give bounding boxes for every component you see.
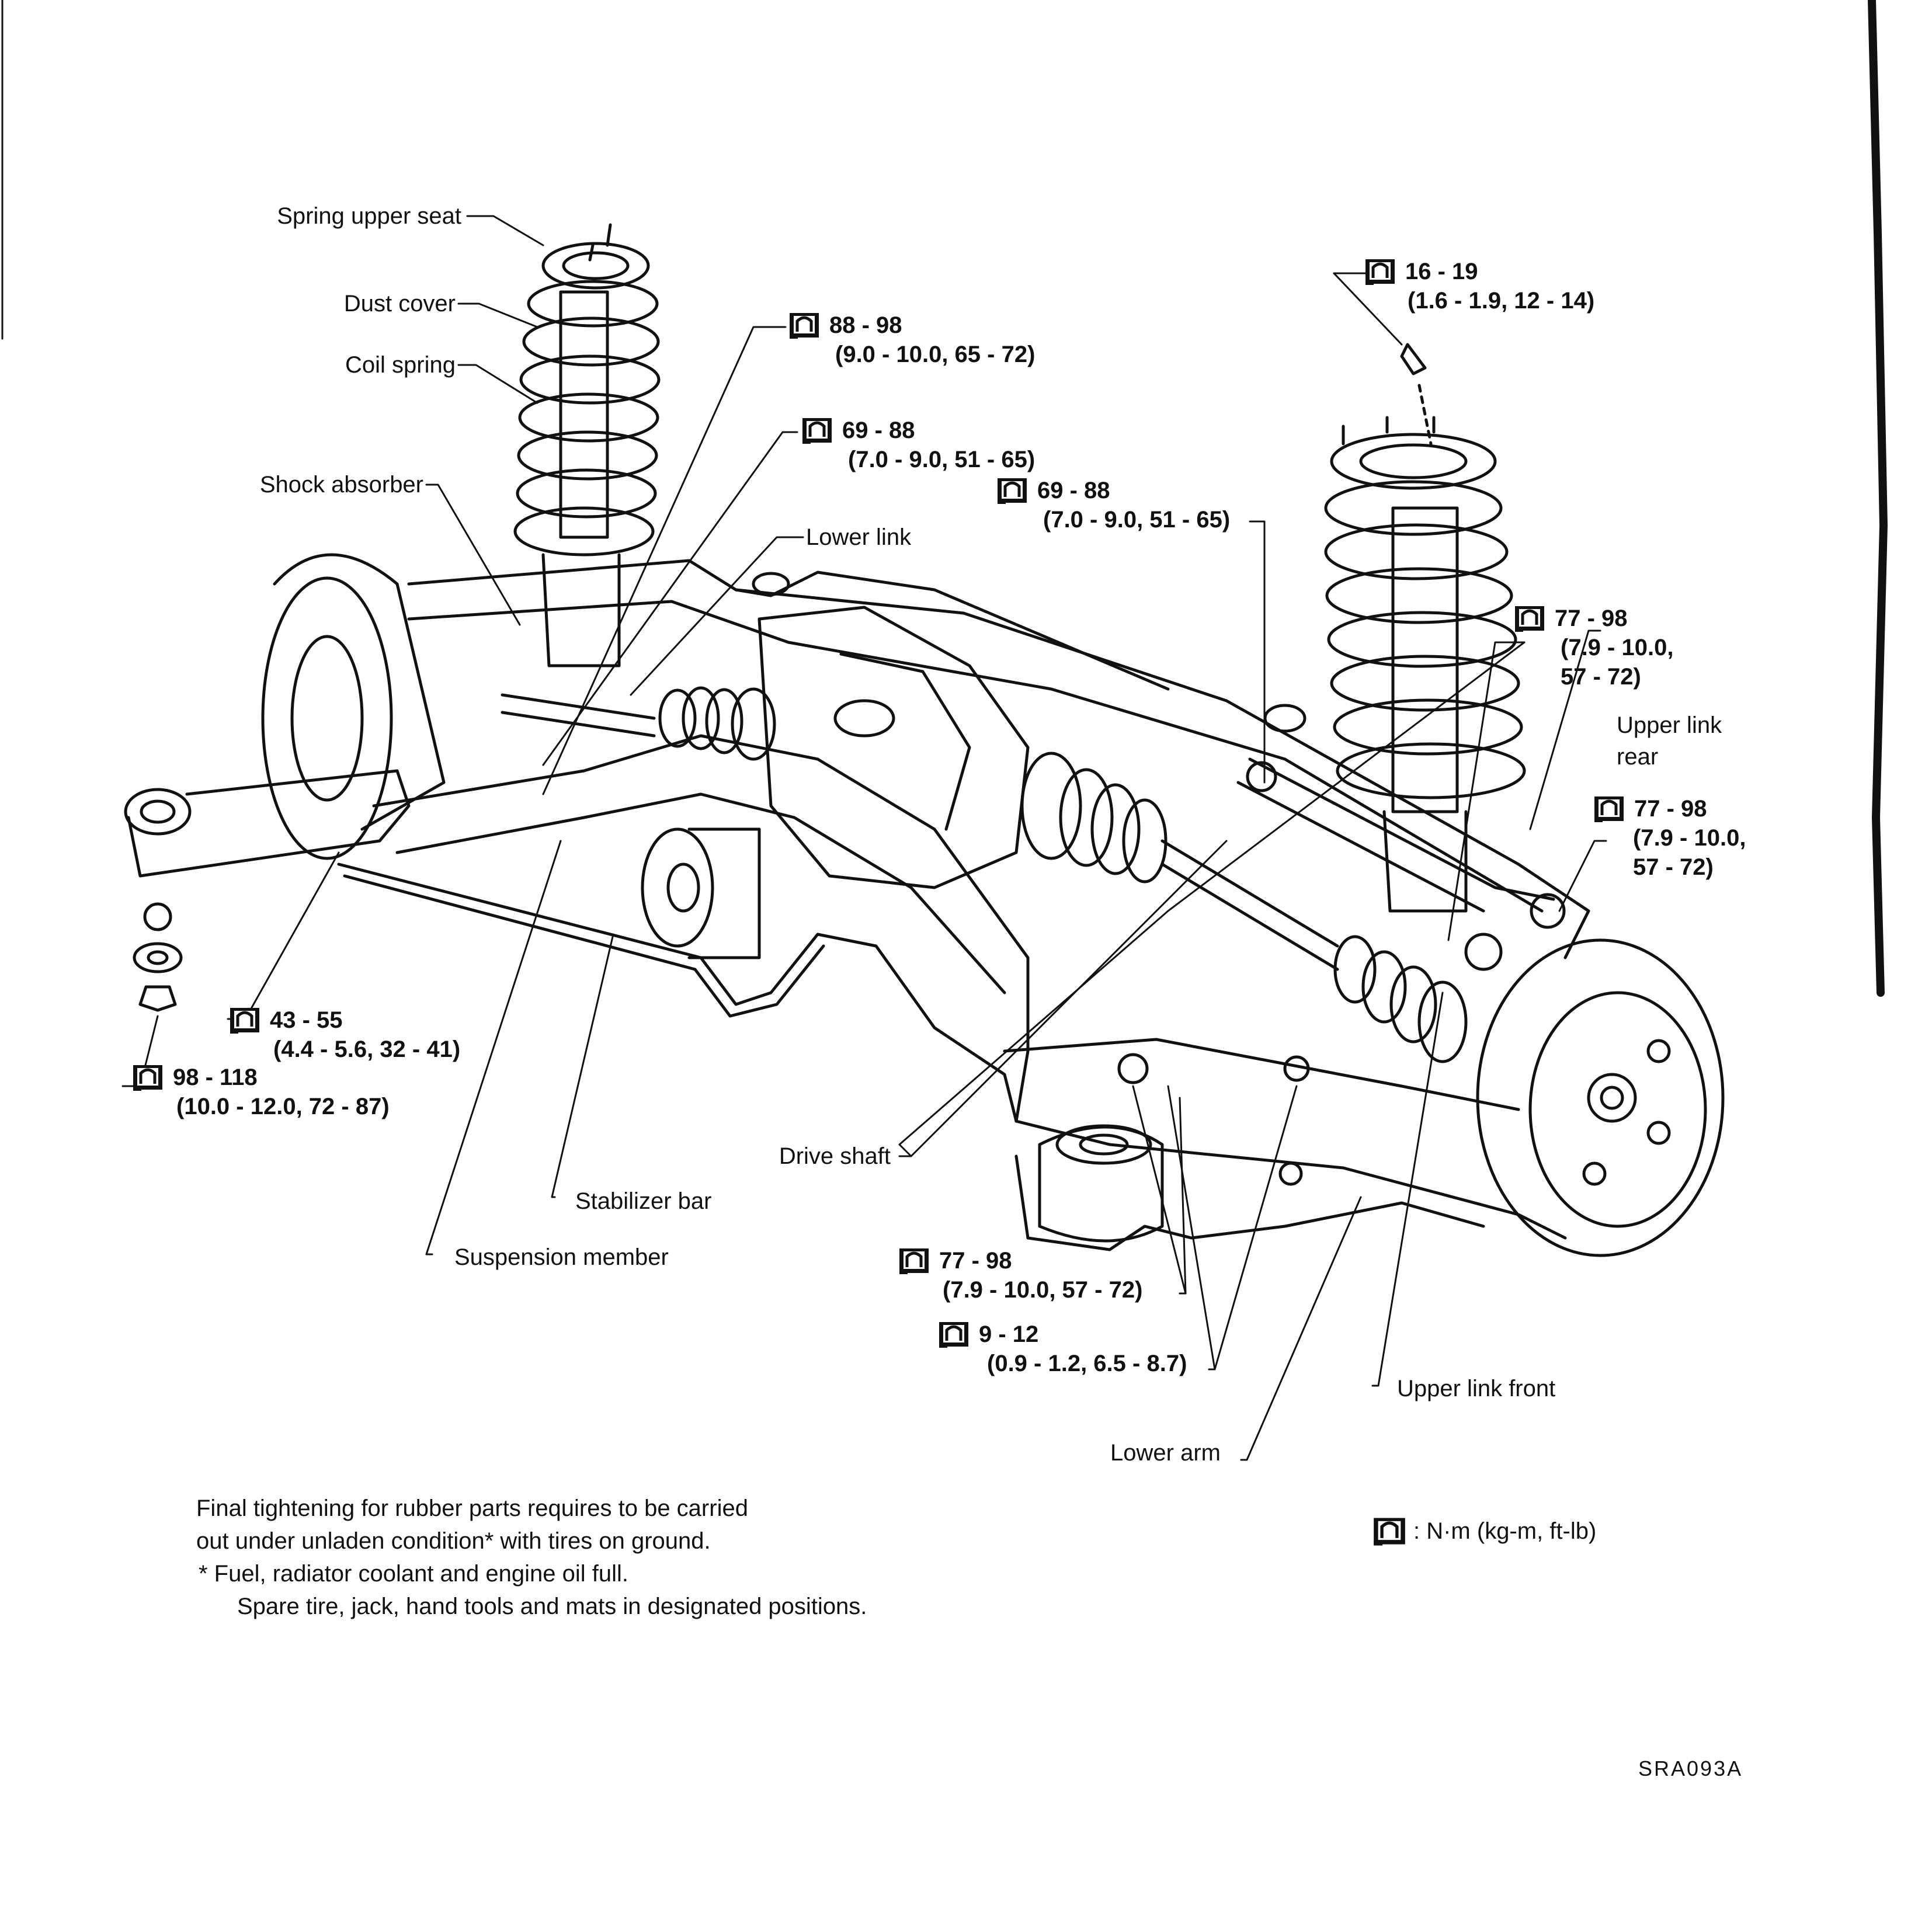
left-strut	[513, 223, 661, 667]
note-line-3: * Fuel, radiator coolant and engine oil …	[199, 1561, 629, 1587]
note-line-4: Spare tire, jack, hand tools and mats in…	[237, 1594, 867, 1619]
torque-sub: (10.0 - 12.0, 72 - 87)	[176, 1094, 390, 1119]
torque-9-12: 9 - 12 (0.9 - 1.2, 6.5 - 8.7)	[938, 1320, 1187, 1378]
label-upper-link-front: Upper link front	[1397, 1376, 1556, 1401]
torque-wrench-icon	[788, 311, 820, 339]
differential	[757, 606, 1030, 889]
torque-wrench-icon	[1372, 1515, 1406, 1546]
label-upper-link-rear: Upper link rear	[1617, 709, 1722, 773]
torque-wrench-icon	[938, 1320, 970, 1348]
label-spring-upper-seat: Spring upper seat	[277, 203, 461, 229]
stabilizer-bar	[337, 862, 1018, 1123]
torque-sub: (7.9 - 10.0, 57 - 72)	[943, 1277, 1143, 1303]
torque-wrench-icon	[132, 1063, 164, 1091]
tightening-note: Final tightening for rubber parts requir…	[196, 1492, 867, 1623]
torque-legend: : N·m (kg-m, ft-lb)	[1372, 1515, 1596, 1546]
torque-wrench-icon	[898, 1246, 930, 1274]
suspension-member	[372, 559, 1590, 1240]
torque-sub: (1.6 - 1.9, 12 - 14)	[1408, 288, 1595, 314]
torque-77-98-lower: 77 - 98 (7.9 - 10.0, 57 - 72)	[898, 1246, 1142, 1305]
label-suspension-member: Suspension member	[454, 1244, 669, 1270]
torque-range: 16 - 19	[1405, 259, 1478, 284]
torque-wrench-icon	[801, 416, 833, 444]
torque-77-98-upper-rear: 77 - 98 (7.9 - 10.0, 57 - 72)	[1514, 604, 1673, 691]
label-stabilizer-bar: Stabilizer bar	[575, 1188, 712, 1214]
legend-text: : N·m (kg-m, ft-lb)	[1413, 1518, 1597, 1544]
torque-range: 98 - 118	[173, 1065, 258, 1090]
torque-sub: (4.4 - 5.6, 32 - 41)	[273, 1037, 461, 1062]
torque-sub: (7.0 - 9.0, 51 - 65)	[1043, 507, 1231, 533]
upper-links	[1236, 757, 1566, 971]
label-lower-arm: Lower arm	[1110, 1440, 1221, 1466]
torque-range: 43 - 55	[270, 1007, 343, 1033]
left-lower-arm	[124, 769, 411, 1012]
torque-16-19: 16 - 19 (1.6 - 1.9, 12 - 14)	[1364, 257, 1594, 315]
label-upper-link-rear-1: Upper link	[1617, 712, 1722, 738]
scan-edge	[1868, 0, 1888, 997]
torque-88-98: 88 - 98 (9.0 - 10.0, 65 - 72)	[788, 311, 1035, 369]
torque-43-55: 43 - 55 (4.4 - 5.6, 32 - 41)	[229, 1006, 460, 1064]
note-line-2: out under unladen condition* with tires …	[196, 1528, 711, 1554]
rear-flange	[641, 827, 761, 959]
label-drive-shaft: Drive shaft	[779, 1143, 891, 1169]
torque-sub: (7.0 - 9.0, 51 - 65)	[848, 447, 1036, 472]
torque-98-118: 98 - 118 (10.0 - 12.0, 72 - 87)	[132, 1063, 390, 1121]
torque-sub-1: (7.9 - 10.0,	[1561, 635, 1674, 660]
torque-range: 69 - 88	[1037, 478, 1110, 503]
torque-77-98-right: 77 - 98 (7.9 - 10.0, 57 - 72)	[1593, 794, 1746, 882]
right-strut	[1324, 343, 1526, 913]
note-line-1: Final tightening for rubber parts requir…	[196, 1495, 748, 1521]
torque-wrench-icon	[996, 476, 1028, 504]
torque-sub-1: (7.9 - 10.0,	[1633, 825, 1746, 851]
torque-range: 9 - 12	[979, 1321, 1039, 1347]
torque-sub: (9.0 - 10.0, 65 - 72)	[835, 342, 1036, 367]
torque-range: 77 - 98	[939, 1248, 1012, 1274]
left-drive-shaft	[501, 686, 776, 761]
torque-wrench-icon	[1514, 604, 1545, 632]
torque-range: 69 - 88	[842, 418, 915, 443]
right-lower-arm	[1014, 1053, 1485, 1251]
label-coil-spring: Coil spring	[345, 352, 456, 378]
label-dust-cover: Dust cover	[343, 291, 456, 316]
torque-range: 77 - 98	[1634, 796, 1707, 822]
torque-sub-2: 57 - 72)	[1561, 664, 1641, 690]
torque-69-88-b: 69 - 88 (7.0 - 9.0, 51 - 65)	[996, 476, 1230, 534]
right-brake-disc	[1476, 938, 1725, 1257]
torque-range: 77 - 98	[1555, 606, 1628, 631]
torque-69-88-a: 69 - 88 (7.0 - 9.0, 51 - 65)	[801, 416, 1035, 474]
torque-wrench-icon	[1593, 794, 1625, 822]
torque-sub-2: 57 - 72)	[1633, 854, 1714, 880]
torque-range: 88 - 98	[829, 312, 902, 338]
torque-wrench-icon	[1364, 257, 1396, 285]
left-hub	[261, 553, 446, 860]
right-drive-shaft	[1020, 752, 1468, 1063]
torque-sub: (0.9 - 1.2, 6.5 - 8.7)	[987, 1351, 1187, 1376]
leader-lines	[121, 215, 1607, 1461]
label-upper-link-rear-2: rear	[1617, 744, 1659, 770]
figure-code: SRA093A	[1638, 1757, 1743, 1780]
label-lower-link: Lower link	[806, 524, 912, 550]
torque-wrench-icon	[229, 1006, 260, 1034]
label-shock-absorber: Shock absorber	[259, 472, 423, 498]
